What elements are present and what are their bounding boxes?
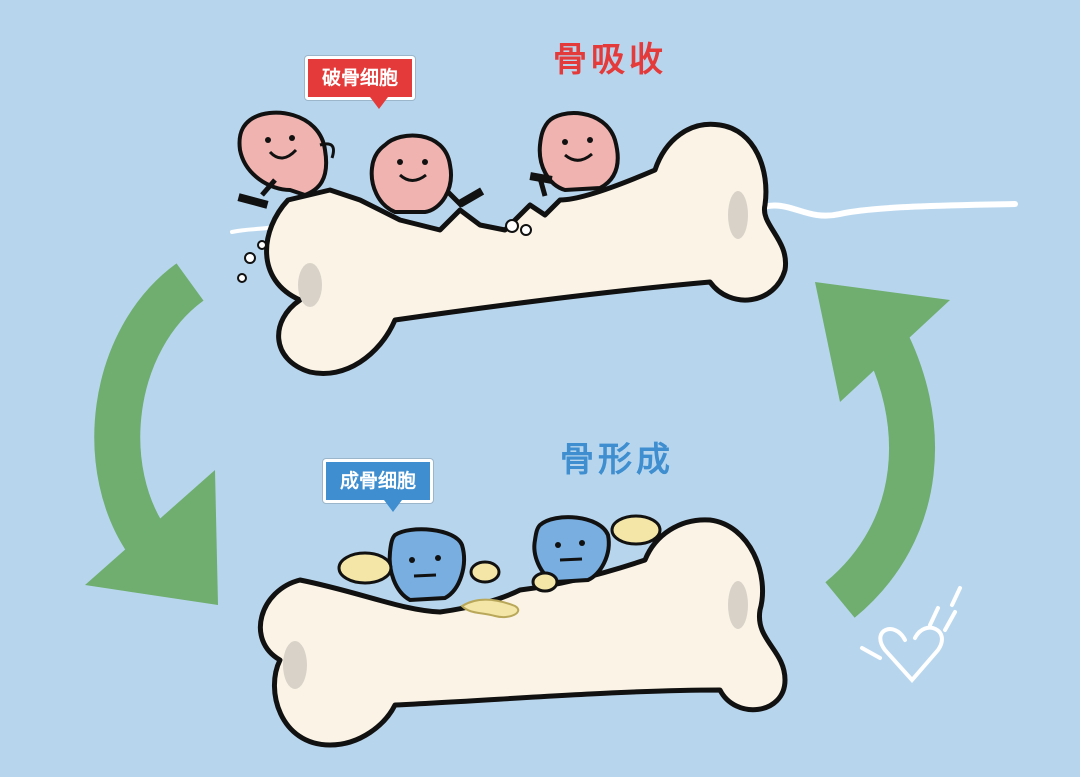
osteoclast-cell-icon (369, 133, 453, 214)
bone-icon (237, 121, 789, 376)
bone-resorption-title: 骨吸收 (553, 40, 667, 80)
bone-formation-title: 骨形成 (560, 440, 674, 480)
osteoclast-cell-icon (537, 111, 620, 193)
cycle-arrow-icon (85, 263, 218, 605)
hammer-icon (237, 178, 277, 209)
wave-line (757, 201, 1018, 219)
osteoclast-tag: 破骨细胞 (305, 56, 416, 109)
heart-icon (860, 586, 962, 684)
osteoblast-cell-icon (531, 514, 662, 593)
bone-icon (257, 517, 788, 748)
hammer-icon (446, 187, 485, 208)
hammer-icon (529, 172, 553, 197)
osteoblast-tag: 成骨细胞 (323, 459, 434, 512)
cycle-arrow-icon (815, 282, 950, 618)
osteoclast-cell-icon (237, 110, 335, 198)
osteoblast-cell-icon (337, 527, 501, 603)
